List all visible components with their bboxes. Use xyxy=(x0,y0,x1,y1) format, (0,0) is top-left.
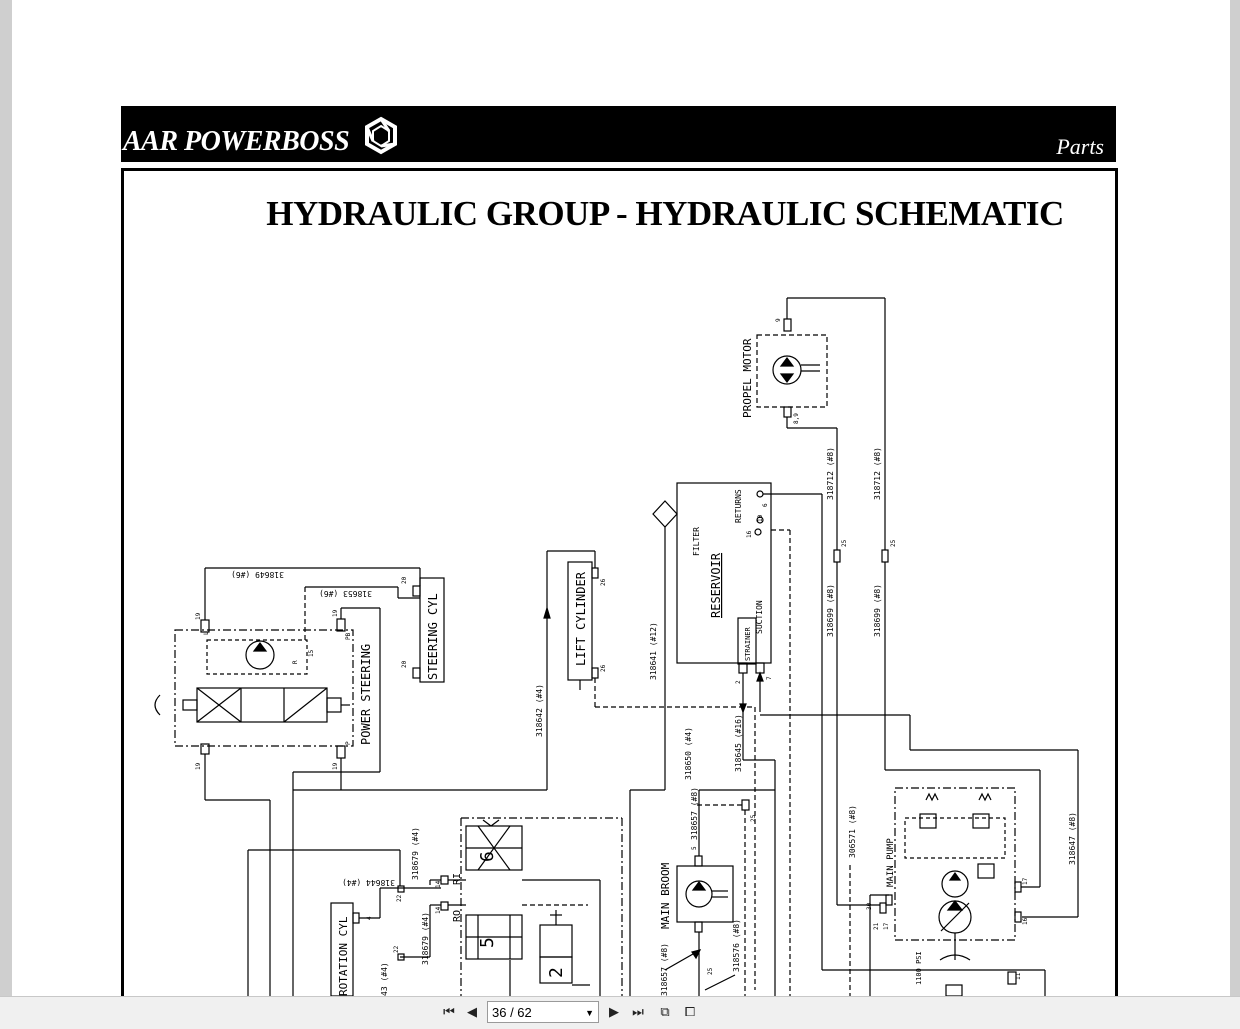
document-viewport[interactable]: AAR POWERBOSS Parts HYDRAULIC GROUP - HY… xyxy=(0,0,1240,996)
page-indicator: 36 / 62 xyxy=(492,1005,532,1020)
page-number-select[interactable]: 36 / 62 ▼ xyxy=(487,1001,599,1023)
lift-cylinder-label: LIFT CYLINDER xyxy=(574,571,588,666)
hose-label: 318647 (#8) xyxy=(1068,812,1077,865)
port-label: 19 xyxy=(332,609,339,617)
port-label: 25 xyxy=(841,539,848,547)
port-label: 5 xyxy=(691,846,698,850)
hose-label: 318712 (#8) xyxy=(873,447,882,500)
port-label: 4 xyxy=(366,916,373,920)
port-label: RO xyxy=(452,910,463,922)
port-label: 2 xyxy=(735,680,742,684)
hydraulic-schematic: PROPEL MOTOR FILTER RESERVOIR RETURNS SU… xyxy=(154,297,1079,996)
port-label: 26 xyxy=(600,578,607,586)
port-label: 17 xyxy=(1022,877,1029,885)
hose-label: 318699 (#8) xyxy=(873,584,882,637)
port-label: 8,9 xyxy=(793,413,800,424)
port-label: 14 xyxy=(435,906,442,914)
port-label: 26 xyxy=(600,664,607,672)
port-label: 16 xyxy=(1022,917,1029,925)
chevron-down-icon: ▼ xyxy=(585,1008,594,1018)
port-label: 25 xyxy=(750,814,757,822)
hose-label: 318642 (#4) xyxy=(535,684,544,737)
next-page-icon[interactable]: ▶ xyxy=(609,1005,619,1020)
port-label: 21 xyxy=(873,922,880,930)
hose-label: 318679 (#4) xyxy=(421,912,430,965)
header-bar: AAR POWERBOSS Parts xyxy=(121,106,1116,162)
first-page-icon[interactable]: ⏮ xyxy=(443,1005,455,1020)
port-label: 22 xyxy=(396,894,403,902)
hose-label: 318699 (#8) xyxy=(826,584,835,637)
fit-page-icon[interactable]: ⧉ xyxy=(660,1005,670,1020)
port-label: PB xyxy=(345,632,352,640)
last-page-icon[interactable]: ⏭ xyxy=(632,1005,644,1020)
valve-position-label: 6 xyxy=(477,851,498,862)
port-label: 19 xyxy=(195,612,202,620)
port-label: 25 xyxy=(707,967,714,975)
port-label: P xyxy=(345,741,352,745)
port-label: 9 xyxy=(775,318,782,322)
returns-label: RETURNS xyxy=(734,489,743,523)
port-label: 15 xyxy=(308,649,315,657)
hose-label: 306571 (#8) xyxy=(848,805,857,858)
page-title: HYDRAULIC GROUP - HYDRAULIC SCHEMATIC xyxy=(266,194,1064,233)
steering-cyl-label: STEERING CYL xyxy=(426,593,440,680)
port-label: 25 xyxy=(890,539,897,547)
filter-label: FILTER xyxy=(692,527,701,556)
hose-label: 318645 (#16) xyxy=(734,714,743,772)
strainer-label: STRAINER xyxy=(744,626,752,661)
port-label: L xyxy=(203,631,210,635)
hose-label: 318649 (#6) xyxy=(231,570,284,579)
port-label: 14 xyxy=(435,880,442,888)
port-label: 19 xyxy=(195,762,202,770)
hose-label: 318644 (#4) xyxy=(342,878,395,887)
reservoir-label: RESERVOIR xyxy=(709,552,723,618)
port-label: 16 xyxy=(746,530,753,538)
powerboss-logo-icon xyxy=(365,116,397,155)
hose-label: 318653 (#6) xyxy=(319,589,372,598)
port-label: 17 xyxy=(883,922,890,930)
hose-label: 318576 (#8) xyxy=(732,919,741,972)
hose-label: 318712 (#8) xyxy=(826,447,835,500)
psi-label: 1100 PSI xyxy=(915,951,923,985)
port-label: 7 xyxy=(766,676,773,680)
port-label: R xyxy=(292,660,299,664)
hose-label: 318641 (#12) xyxy=(649,622,658,680)
brand-name: AAR POWERBOSS xyxy=(123,126,350,157)
valve-position-label: 2 xyxy=(546,967,567,978)
hose-label: 318657 (#8) xyxy=(690,787,699,840)
port-label: 10 xyxy=(757,514,764,522)
port-label: 30 xyxy=(866,902,873,910)
hose-label: 43 (#4) xyxy=(380,962,389,996)
section-label: Parts xyxy=(1056,134,1104,159)
previous-page-icon[interactable]: ◀ xyxy=(467,1005,477,1020)
port-label: 20 xyxy=(401,576,408,584)
port-label: 22 xyxy=(393,945,400,953)
document-page: AAR POWERBOSS Parts xyxy=(12,0,1230,996)
viewer-toolbar: ⏮ ◀ 36 / 62 ▼ ▶ ⏭ ⧉ ⧠ xyxy=(0,996,1240,1029)
hose-label: 318657 (#8) xyxy=(660,943,669,996)
port-label: 20 xyxy=(401,660,408,668)
port-label: RI xyxy=(452,873,463,885)
suction-label: SUCTION xyxy=(755,600,764,634)
port-label: 19 xyxy=(332,762,339,770)
hose-label: 318650 (#4) xyxy=(684,727,693,780)
power-steering-label: POWER STEERING xyxy=(359,644,373,745)
main-broom-label: MAIN BROOM xyxy=(659,862,672,929)
page-frame xyxy=(121,168,1118,996)
valve-position-label: 5 xyxy=(477,937,498,948)
propel-motor-label: PROPEL MOTOR xyxy=(741,338,754,418)
port-label: 6 xyxy=(762,503,769,507)
hose-label: 318679 (#4) xyxy=(411,827,420,880)
rotation-cyl-label: ROTATION CYL xyxy=(337,916,350,996)
port-label: 11 xyxy=(1015,972,1022,980)
fit-width-icon[interactable]: ⧠ xyxy=(684,1005,696,1020)
main-pump-label: MAIN PUMP xyxy=(886,838,896,887)
